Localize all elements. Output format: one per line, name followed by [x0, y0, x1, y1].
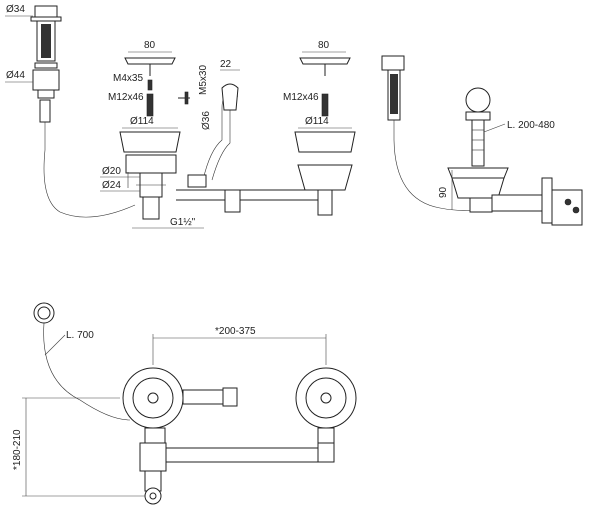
dim-d114-left: Ø114	[130, 116, 154, 127]
dim-width-80-right: 80	[318, 40, 330, 51]
plan-view	[22, 302, 357, 505]
side-elevation	[381, 55, 583, 226]
dim-cable-length-side: L. 200-480	[507, 120, 555, 131]
dim-d44: Ø44	[6, 70, 25, 81]
dim-width-80-left: 80	[144, 40, 156, 51]
dim-d36: Ø36	[201, 111, 212, 130]
dim-m4x35: M4x35	[113, 73, 143, 84]
dim-d20: Ø20	[102, 166, 121, 177]
dim-m12x46-left: M12x46	[108, 92, 144, 103]
dim-cable-length-plan: L. 700	[66, 330, 94, 341]
popup-knob-elevation	[5, 5, 136, 218]
right-strainer-assembly	[294, 51, 356, 216]
dim-d34: Ø34	[6, 4, 25, 15]
dim-spacing-plan: *200-375	[215, 326, 256, 337]
dim-height-plan: *180-210	[12, 429, 23, 470]
left-strainer-assembly	[100, 51, 321, 229]
dim-m12x46-right: M12x46	[283, 92, 319, 103]
dim-22: 22	[220, 59, 232, 70]
dim-thread: G1½"	[170, 217, 196, 228]
dim-m5x30: M5x30	[198, 65, 209, 95]
dim-height-90: 90	[438, 186, 449, 198]
dim-d24: Ø24	[102, 180, 121, 191]
dim-d114-right: Ø114	[305, 116, 329, 127]
